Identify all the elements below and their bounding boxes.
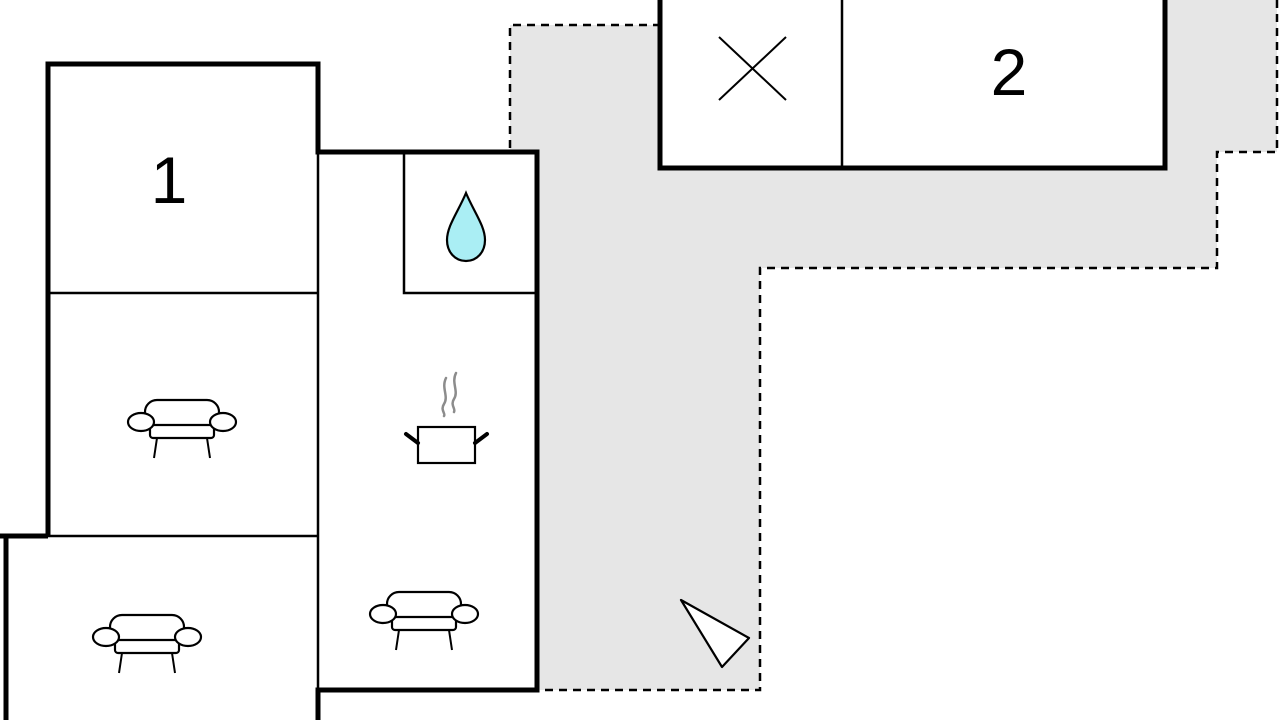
bathroom-walls (402, 152, 537, 295)
sofa-icon (91, 613, 203, 674)
water-drop-icon (445, 190, 487, 263)
terrace-area (510, 0, 1277, 690)
building-2-walls (657, 0, 1168, 171)
sofa-icon (126, 398, 238, 459)
cross-icon (718, 36, 787, 101)
room-1-label: 1 (151, 143, 188, 217)
building-1-outer-wall (45, 61, 540, 720)
terrace-outline-right (540, 0, 1279, 692)
sofa-icon (368, 590, 480, 651)
cooking-pot-icon (404, 371, 489, 465)
room-2-label: 2 (991, 35, 1028, 109)
north-arrow-icon (679, 598, 751, 669)
